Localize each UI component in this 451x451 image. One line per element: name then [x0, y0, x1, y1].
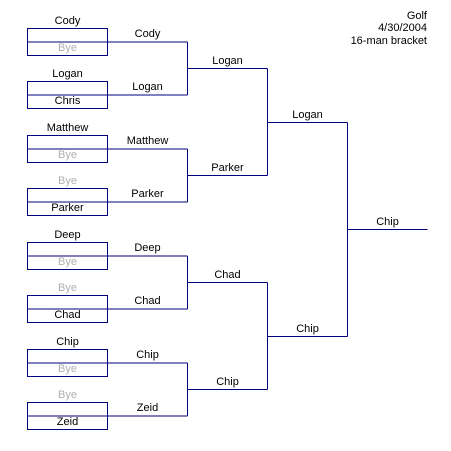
round2-winner: Parker — [211, 161, 244, 174]
bracket-format: 16-man bracket — [350, 35, 427, 47]
entry-player-bottom: Parker — [51, 201, 84, 214]
entry-player-bottom: Bye — [58, 255, 77, 268]
round1-winner: Deep — [134, 242, 161, 254]
round2-winner: Chip — [216, 375, 239, 388]
entry-player-top: Matthew — [46, 121, 89, 134]
entry-player-bottom: Bye — [58, 41, 77, 54]
entry-player-top: Deep — [54, 228, 81, 241]
entry-player-top: Cody — [54, 14, 81, 27]
event-title: Golf — [406, 10, 427, 22]
round1-winner: Chip — [136, 349, 159, 361]
round1-winner: Parker — [131, 188, 164, 200]
round1-winner: Chad — [134, 295, 161, 307]
round1-winner: Zeid — [136, 402, 159, 414]
entry-player-top: Logan — [52, 67, 83, 80]
entry-player-bottom: Chad — [54, 308, 81, 321]
champion: Chip — [376, 215, 399, 228]
entry-player-top: Bye — [58, 281, 77, 294]
entry-player-bottom: Bye — [58, 148, 77, 161]
semifinal-winner: Logan — [292, 108, 323, 121]
entry-player-bottom: Zeid — [56, 415, 79, 428]
entry-player-bottom: Chris — [54, 94, 81, 107]
entry-player-top: Bye — [58, 174, 77, 187]
round1-winner: Cody — [134, 28, 161, 40]
entry-player-top: Chip — [56, 335, 79, 348]
entry-player-bottom: Bye — [58, 362, 77, 375]
round2-winner: Chad — [214, 268, 241, 281]
round2-winner: Logan — [212, 54, 243, 67]
semifinal-winner: Chip — [296, 322, 319, 335]
round1-winner: Logan — [132, 81, 163, 93]
entry-player-top: Bye — [58, 388, 77, 401]
event-date: 4/30/2004 — [378, 22, 427, 34]
round1-winner: Matthew — [126, 135, 169, 147]
